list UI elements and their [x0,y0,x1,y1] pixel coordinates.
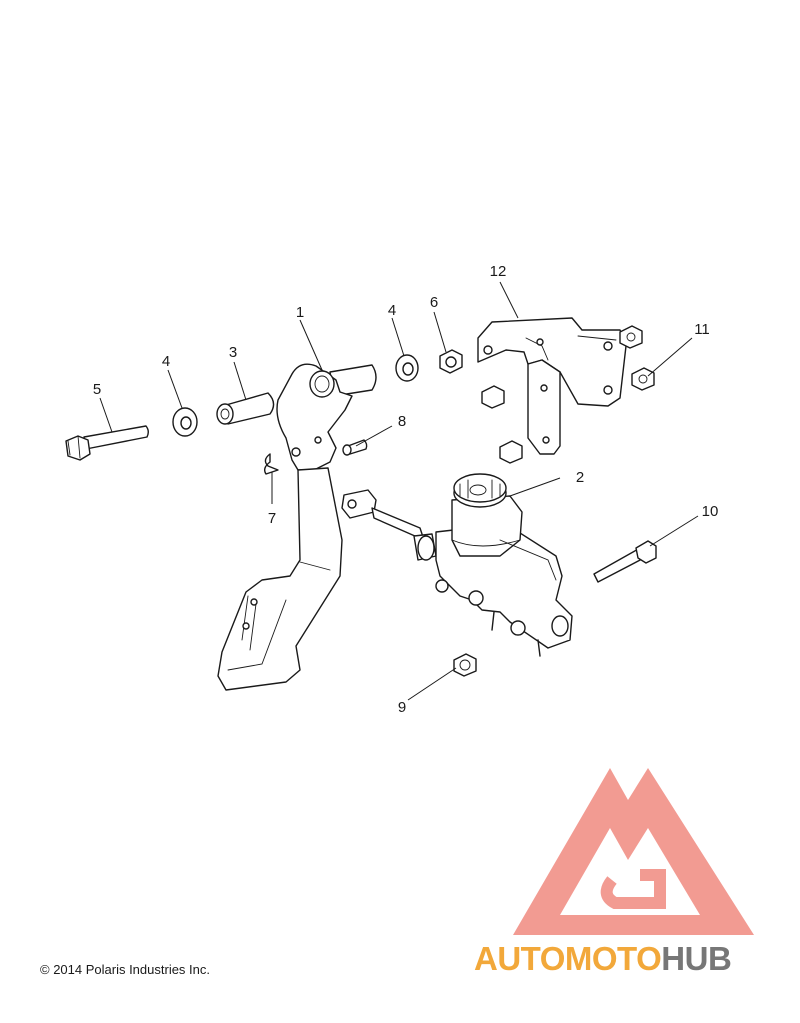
callout-2: 2 [576,469,584,486]
callout-7: 7 [268,510,276,527]
part-10-bolt [593,540,657,583]
callout-8: 8 [398,413,406,430]
leader-lines [99,281,699,701]
part-11-nuts [619,325,655,391]
watermark-text: AUTOMOTOHUB [474,940,732,978]
watermark-text-primary: AUTOMOTO [474,940,662,977]
callout-6: 6 [430,294,438,311]
part-4-washer-left [172,407,198,437]
watermark-logo [513,768,754,935]
part-3-bushing [216,392,275,425]
part-9-nut [453,653,477,677]
callout-4-right: 4 [388,302,396,319]
callout-11: 11 [694,321,710,338]
part-4-washer-right [395,354,419,382]
callout-10: 10 [702,503,719,520]
callout-3: 3 [229,344,237,361]
callout-1: 1 [296,304,304,321]
callout-5: 5 [93,381,101,398]
part-7-clip [263,453,279,475]
callout-4-left: 4 [162,353,170,370]
part-5-bolt [65,425,149,461]
part-6-nut [439,349,463,374]
part-12-bracket [477,317,627,464]
part-8-pin [342,439,368,456]
callout-12: 12 [490,263,507,280]
part-1-pedal [217,363,377,691]
callout-9: 9 [398,699,406,716]
part-2-master-cylinder [341,473,573,657]
watermark-text-secondary: HUB [661,940,732,977]
copyright-text: © 2014 Polaris Industries Inc. [40,962,210,977]
